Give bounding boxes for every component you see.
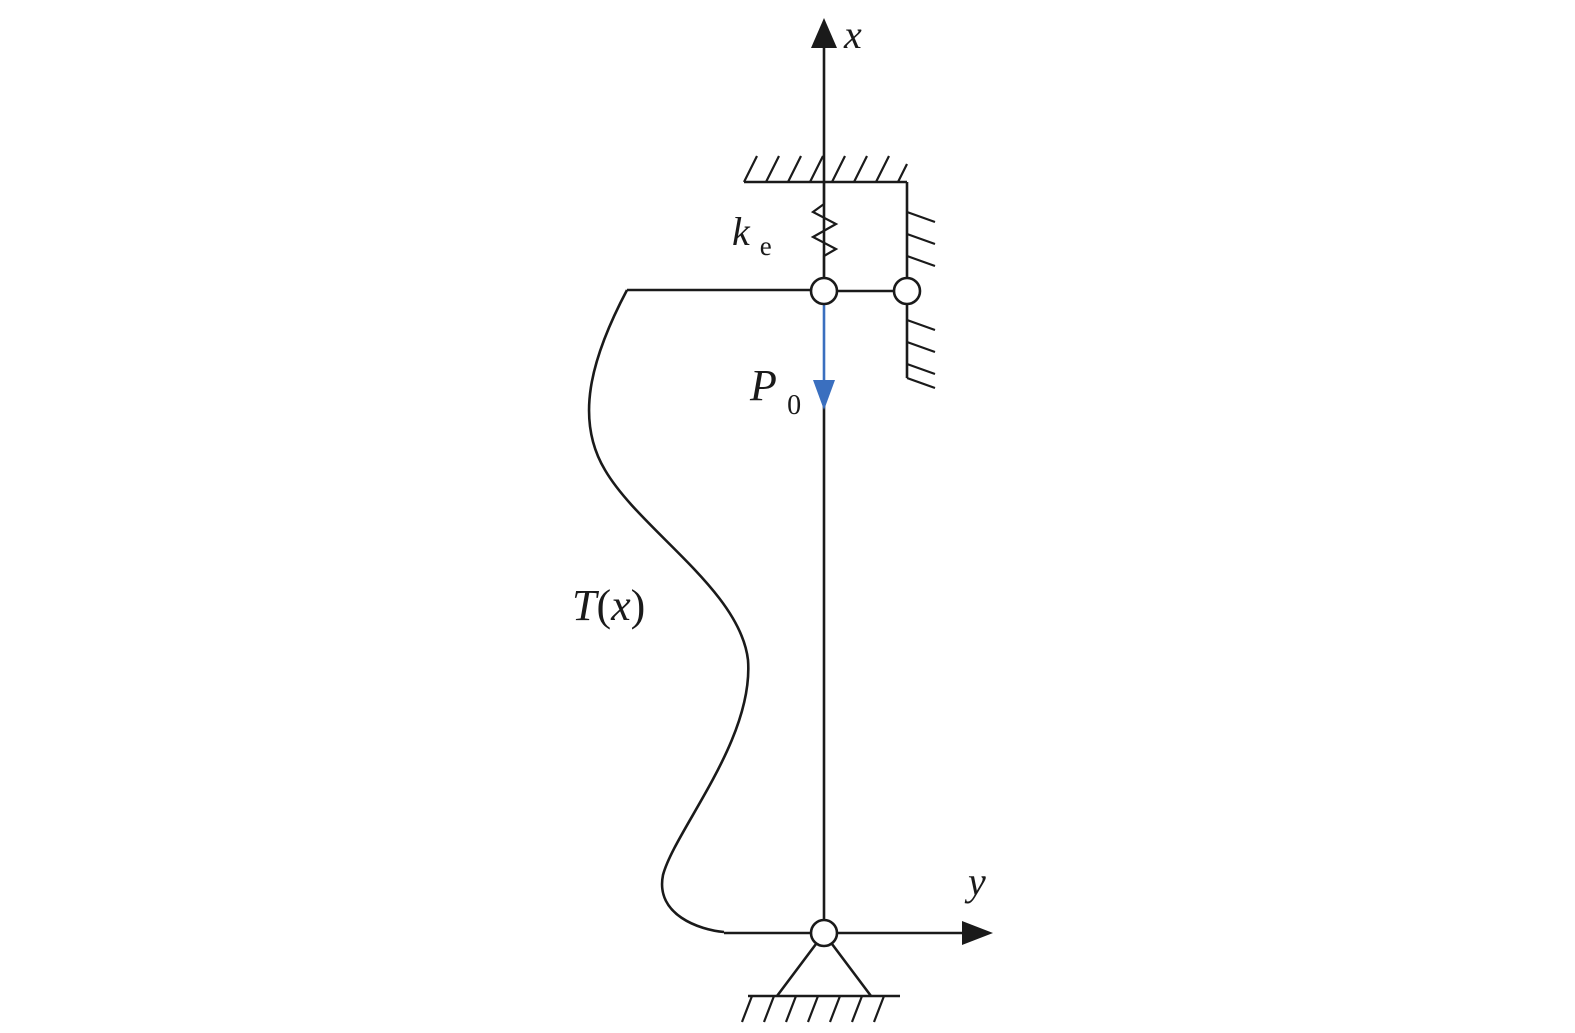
load-subscript: 0 (787, 390, 801, 421)
x-axis-arrowhead (811, 18, 837, 48)
side-support-hatching (906, 210, 936, 390)
y-axis: y (724, 859, 993, 945)
distribution-curve (587, 289, 750, 934)
top-fixed-support (743, 155, 909, 278)
load-label: P 0 (749, 361, 801, 421)
bottom-pin-node (809, 918, 839, 948)
y-axis-label: y (964, 859, 986, 904)
x-axis: x (811, 12, 862, 280)
distribution-arg: x (610, 581, 631, 630)
spring-stiffness-label: k e (732, 209, 772, 261)
load-symbol: P (749, 361, 776, 410)
distribution-close-paren: ) (631, 581, 646, 630)
distribution-symbol: T (572, 581, 600, 630)
top-support-hatching (743, 155, 908, 183)
side-roller-support (837, 210, 936, 390)
spring-zigzag (810, 182, 839, 278)
x-axis-label: x (843, 12, 862, 57)
bottom-support-hatching (740, 995, 886, 1023)
axial-load: P 0 (749, 304, 835, 421)
distribution-open-paren: ( (596, 581, 611, 630)
spring: k e (732, 182, 839, 278)
distributed-load: T(x) (572, 288, 811, 934)
top-hinge-node (809, 276, 839, 306)
load-arrowhead (813, 380, 835, 410)
y-axis-arrowhead (962, 921, 993, 945)
spring-symbol: k (732, 209, 751, 254)
bottom-pin-support (740, 918, 900, 1023)
roller-node (892, 276, 922, 306)
distribution-label: T(x) (572, 581, 645, 630)
spring-subscript: e (760, 231, 772, 261)
